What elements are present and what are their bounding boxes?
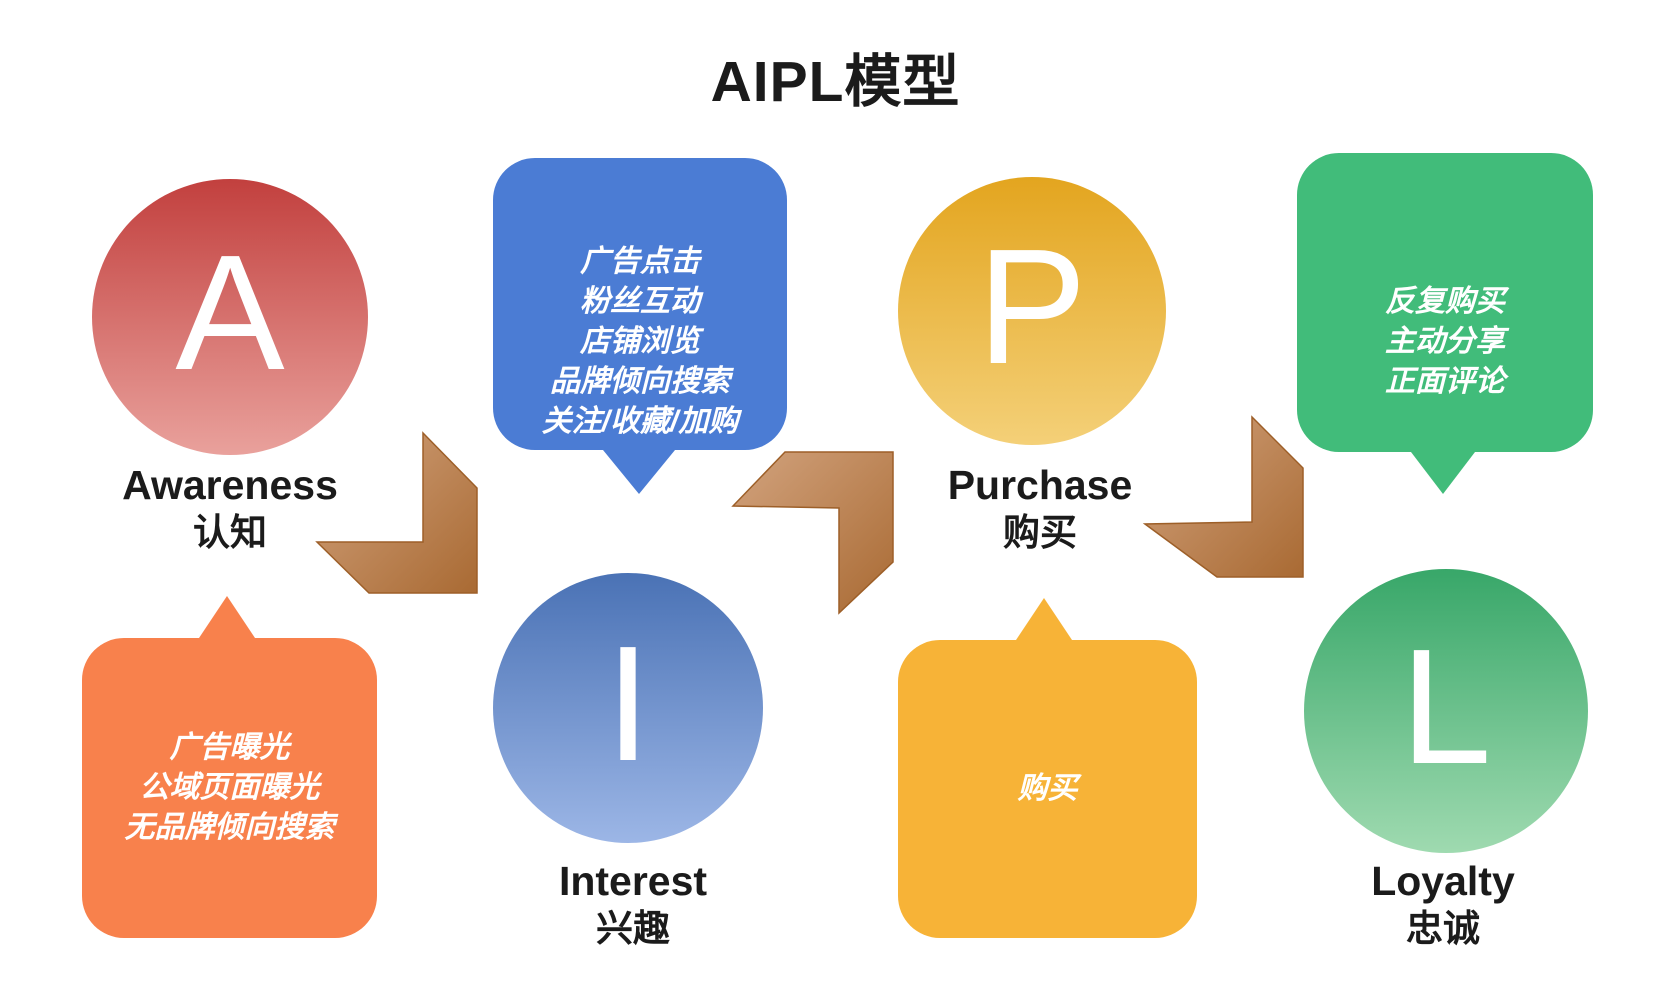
stage-label-purchase: Purchase 购买 bbox=[880, 462, 1200, 556]
stage-letter-loyalty: L bbox=[1400, 615, 1492, 798]
stage-label-loyalty: Loyalty 忠诚 bbox=[1283, 858, 1603, 952]
stage-letter-interest: I bbox=[605, 612, 651, 795]
stage-letter-awareness: A bbox=[175, 221, 285, 404]
stage-circle-awareness: A bbox=[92, 179, 368, 455]
stage-circle-purchase: P bbox=[898, 177, 1166, 445]
stage-label-loyalty-zh: 忠诚 bbox=[1406, 908, 1480, 949]
stage-label-interest-zh: 兴趣 bbox=[596, 908, 670, 949]
diagram-title: AIPL模型 bbox=[710, 50, 961, 114]
stage-label-purchase-zh: 购买 bbox=[1003, 512, 1077, 553]
bubble-awareness: 广告曝光 公域页面曝光 无品牌倾向搜索 bbox=[82, 596, 377, 938]
bubble-loyalty-text: 反复购买 主动分享 正面评论 bbox=[1385, 285, 1505, 398]
stage-label-purchase-en: Purchase bbox=[947, 462, 1133, 508]
stage-circle-interest: I bbox=[493, 573, 763, 843]
arrow-interest-to-purchase-icon bbox=[731, 451, 894, 615]
stage-letter-purchase: P bbox=[977, 215, 1087, 398]
bubble-awareness-text: 广告曝光 公域页面曝光 无品牌倾向搜索 bbox=[124, 731, 335, 844]
stage-circle-loyalty: L bbox=[1304, 569, 1588, 853]
stage-label-interest-en: Interest bbox=[558, 858, 708, 904]
bubble-purchase-text: 购买 bbox=[1017, 772, 1078, 805]
bubble-interest-text: 广告点击 粉丝互动 店铺浏览 品牌倾向搜索 关注/收藏/加购 bbox=[541, 245, 739, 438]
bubble-interest: 广告点击 粉丝互动 店铺浏览 品牌倾向搜索 关注/收藏/加购 bbox=[493, 158, 787, 494]
stage-label-awareness: Awareness 认知 bbox=[70, 462, 390, 556]
bubble-purchase: 购买 bbox=[898, 598, 1197, 938]
stage-label-loyalty-en: Loyalty bbox=[1371, 858, 1515, 904]
stage-label-awareness-en: Awareness bbox=[122, 462, 338, 508]
bubble-loyalty: 反复购买 主动分享 正面评论 bbox=[1297, 153, 1593, 494]
stage-label-interest: Interest 兴趣 bbox=[473, 858, 793, 952]
stage-label-awareness-zh: 认知 bbox=[193, 512, 267, 553]
